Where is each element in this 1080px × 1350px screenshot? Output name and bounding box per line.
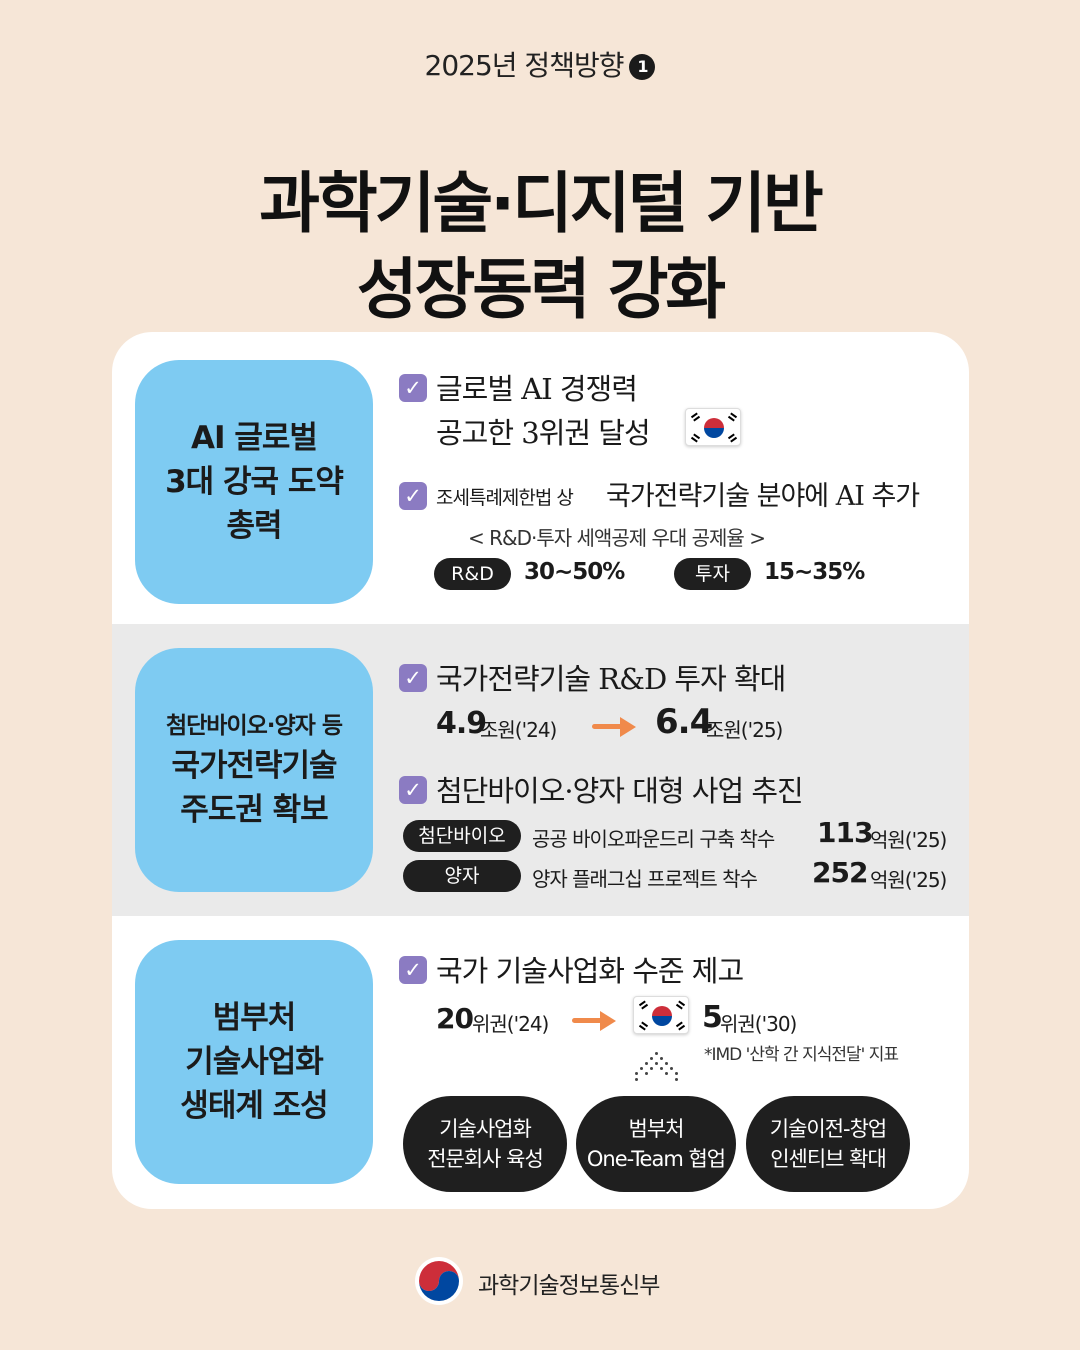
pill-line: 전문회사 육성 (427, 1147, 544, 1171)
s2-row2-unit: 억원('25) (870, 868, 947, 892)
s2-from-unit: 조원('24) (480, 718, 557, 742)
s2-from-num: 4.9 (436, 706, 487, 741)
check-icon: ✓ (399, 664, 427, 692)
section-3-pill: 범부처 기술사업화 생태계 조성 (135, 940, 373, 1184)
s3-from-num: 20 (436, 1002, 474, 1035)
s1-tag-rnd: R&D (434, 558, 511, 590)
s1-item2-prefix: 조세특례제한법 상 (436, 487, 574, 509)
section-3-pill-line: 범부처 (212, 1000, 297, 1036)
s2-row1-text: 공공 바이오파운드리 구축 착수 (532, 827, 775, 851)
section-1-pill: AI 글로벌 3대 강국 도약 총력 (135, 360, 373, 604)
s3-pill-one-team: 범부처 One-Team 협업 (576, 1096, 736, 1192)
check-icon: ✓ (399, 776, 427, 804)
s1-tag-invest: 투자 (674, 558, 751, 590)
s2-to-num: 6.4 (655, 702, 713, 742)
s1-subtitle: < R&D·투자 세액공제 우대 공제율 > (468, 526, 766, 550)
section-2-pill-line: 국가전략기술 (171, 748, 337, 784)
check-icon: ✓ (399, 482, 427, 510)
section-1-pill-line: AI 글로벌 (191, 420, 318, 456)
pill-line: 기술이전-창업 (769, 1117, 888, 1141)
s2-tag-quantum: 양자 (403, 860, 521, 892)
s2-item2: 첨단바이오·양자 대형 사업 추진 (436, 774, 804, 808)
pill-line: 인센티브 확대 (770, 1147, 887, 1171)
section-2-pill: 첨단바이오·양자 등 국가전략기술 주도권 확보 (135, 648, 373, 892)
s1-value-rnd: 30~50% (524, 559, 625, 585)
section-1-pill-line: 총력 (226, 508, 282, 544)
section-1-pill-line: 3대 강국 도약 (165, 464, 344, 500)
s2-item1: 국가전략기술 R&D 투자 확대 (436, 662, 786, 696)
dotted-up-arrow-icon (633, 1050, 681, 1086)
s2-row1-num: 113 (817, 816, 873, 849)
government-emblem-icon (414, 1256, 464, 1306)
pill-line: One-Team 협업 (586, 1147, 726, 1171)
s3-to-num: 5 (702, 1000, 723, 1035)
section-2-pill-line: 주도권 확보 (180, 792, 328, 828)
s2-tag-bio: 첨단바이오 (403, 820, 521, 852)
s3-pill-incentive: 기술이전-창업 인센티브 확대 (746, 1096, 910, 1192)
s3-item1: 국가 기술사업화 수준 제고 (436, 954, 744, 988)
content-card: AI 글로벌 3대 강국 도약 총력 ✓ 글로벌 AI 경쟁력 공고한 3위권 … (112, 332, 969, 1209)
section-2-pill-small: 첨단바이오·양자 등 (165, 713, 343, 739)
header-label: 2025년 정책방향 (424, 49, 625, 82)
s3-from-unit: 위권('24) (472, 1012, 549, 1036)
title-line-2: 성장동력 강화 (356, 251, 726, 328)
s2-to-unit: 조원('25) (706, 718, 783, 742)
title-line-1: 과학기술·디지털 기반 (259, 165, 824, 242)
section-3-pill-line: 기술사업화 (185, 1044, 324, 1080)
s2-row2-num: 252 (812, 856, 868, 889)
footer-org-name: 과학기술정보통신부 (478, 1273, 660, 1299)
s1-item1-line1: 글로벌 AI 경쟁력 (436, 372, 638, 406)
s2-row2-text: 양자 플래그십 프로젝트 착수 (532, 867, 758, 891)
s3-note: *IMD '산학 간 지식전달' 지표 (704, 1045, 899, 1065)
korea-flag-icon (633, 996, 689, 1034)
pill-line: 기술사업화 (439, 1117, 532, 1141)
s2-row1-unit: 억원('25) (870, 828, 947, 852)
s1-item1-line2: 공고한 3위권 달성 (436, 416, 651, 450)
s3-to-unit: 위권('30) (720, 1012, 797, 1036)
s1-item2-main: 국가전략기술 분야에 AI 추가 (606, 481, 920, 512)
check-icon: ✓ (399, 374, 427, 402)
pill-line: 범부처 (628, 1117, 685, 1141)
section-3-pill-line: 생태계 조성 (180, 1088, 328, 1124)
check-icon: ✓ (399, 956, 427, 984)
korea-flag-icon (685, 408, 741, 446)
header-number-badge: 1 (629, 54, 656, 80)
s1-value-invest: 15~35% (764, 559, 865, 585)
s3-pill-commercialization: 기술사업화 전문회사 육성 (403, 1096, 567, 1192)
